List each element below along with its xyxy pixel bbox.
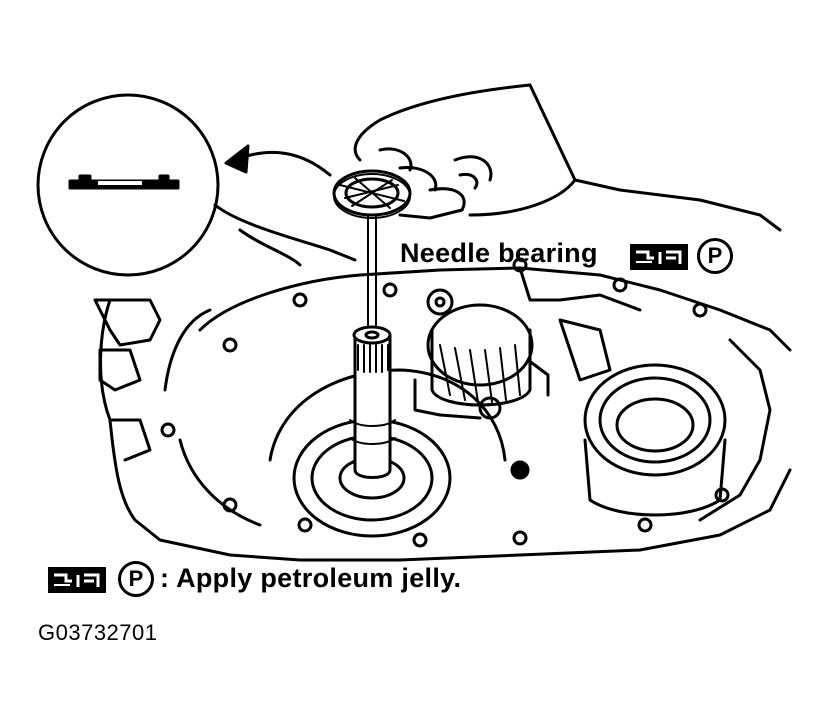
legend-text: : Apply petroleum jelly. bbox=[160, 563, 462, 593]
detail-magnifier-circle bbox=[36, 93, 220, 277]
p-circle-icon: P bbox=[697, 238, 733, 274]
petroleum-jelly-icon bbox=[630, 244, 688, 270]
petroleum-jelly-icon bbox=[48, 567, 106, 593]
pinion-gear bbox=[413, 288, 550, 420]
figure-id: G03732701 bbox=[38, 620, 158, 645]
hand-outline bbox=[353, 83, 782, 232]
needle-bearing-part bbox=[332, 169, 412, 219]
drop-line bbox=[367, 214, 377, 326]
input-shaft bbox=[349, 325, 396, 479]
curved-arrow-icon bbox=[224, 144, 332, 177]
needle-bearing-label: Needle bearing bbox=[400, 238, 598, 268]
differential-bore bbox=[558, 318, 727, 517]
transaxle-housing bbox=[93, 257, 792, 562]
p-circle-icon: P bbox=[118, 561, 154, 597]
